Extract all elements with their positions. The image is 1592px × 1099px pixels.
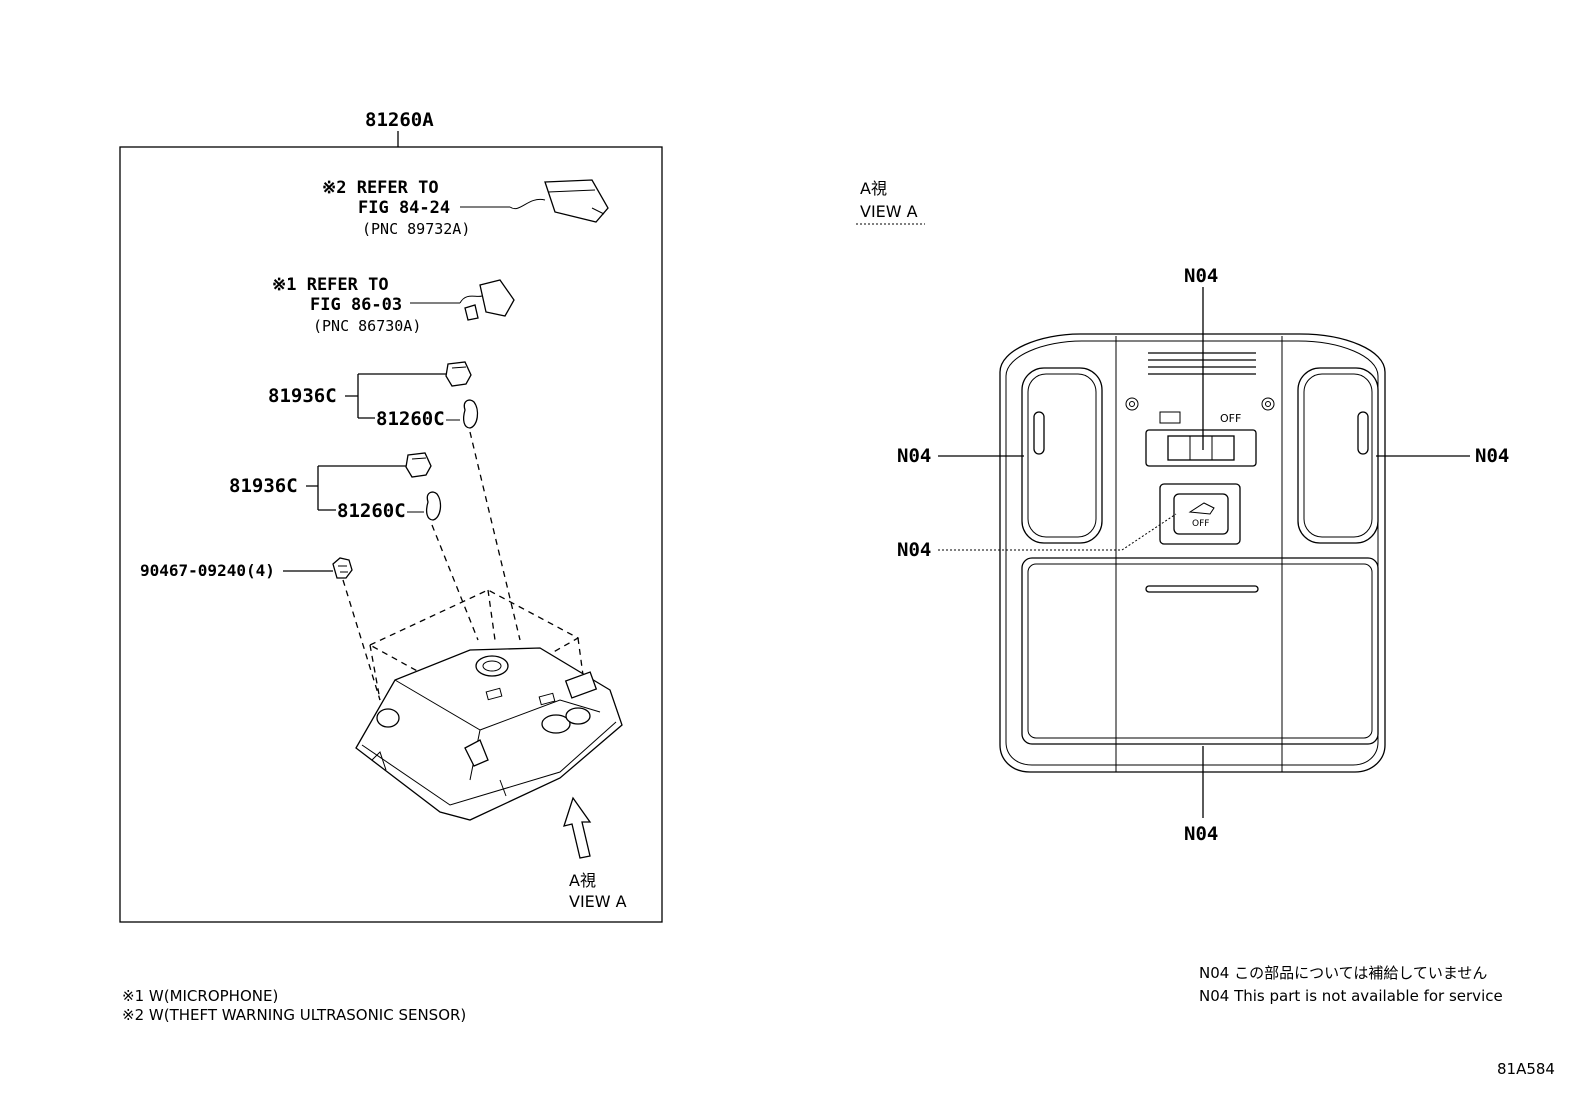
ref1-line3: (PNC 86730A) [313, 317, 421, 335]
door-lamp-switch: OFF [1145, 411, 1257, 467]
lens-icon [426, 491, 442, 521]
view-arrow-kanji: A視 [569, 871, 596, 890]
callout-n04-center: N04 [897, 539, 931, 561]
assembly-frame [119, 146, 663, 923]
part2-bracket [306, 465, 408, 511]
sunglass-holder [1021, 557, 1379, 745]
intrusion-sensor-button: OFF [1159, 483, 1241, 545]
ref2-line3: (PNC 89732A) [362, 220, 470, 238]
part2-child-label: 81260C [337, 500, 406, 522]
availability-en: N04 This part is not available for servi… [1199, 987, 1503, 1005]
microphone-icon [459, 279, 515, 321]
footnote-1: ※1 W(MICROPHONE) [122, 987, 278, 1005]
holder-icon [445, 361, 472, 387]
assembly-label: 81260A [365, 109, 434, 131]
view-arrow-label: VIEW A [569, 892, 627, 911]
ref1-line1: ※1 REFER TO [272, 275, 389, 295]
callout-n04-bottom: N04 [1184, 823, 1218, 845]
part2-parent-label: 81936C [229, 475, 298, 497]
view-heading-label: VIEW A [860, 202, 918, 221]
ref1-line2: FIG 86-03 [310, 295, 402, 315]
screw-label: 90467-09240(4) [140, 561, 275, 580]
assembly-dashed-lines [342, 431, 586, 761]
vent-grille [1148, 352, 1256, 375]
ultrasonic-sensor-icon [509, 179, 609, 223]
button-off-label: OFF [1192, 519, 1209, 529]
view-heading-kanji: A視 [860, 179, 887, 198]
part1-child-label: 81260C [376, 408, 445, 430]
callout-center-leader [938, 513, 1177, 551]
switch-off-label: OFF [1220, 412, 1241, 425]
callout-n04-left: N04 [897, 445, 931, 467]
figure-code: 81A584 [1497, 1060, 1555, 1078]
overhead-console-front: OFF OFF [999, 333, 1386, 773]
part1-parent-label: 81936C [268, 385, 337, 407]
ref2-line1: ※2 REFER TO [322, 178, 439, 198]
ref2-line2: FIG 84-24 [358, 198, 450, 218]
console-housing-icon [355, 647, 623, 821]
screw-icon [332, 557, 353, 579]
availability-jp: N04 この部品については補給していません [1199, 964, 1487, 982]
callout-n04-top: N04 [1184, 265, 1218, 287]
holder-icon [405, 452, 432, 478]
right-map-lamp [1297, 367, 1379, 544]
part1-bracket [345, 373, 448, 419]
left-map-lamp [1021, 367, 1103, 544]
lens-icon [463, 399, 479, 429]
callout-n04-right: N04 [1475, 445, 1509, 467]
view-a-arrow-icon [563, 796, 592, 859]
footnote-2: ※2 W(THEFT WARNING ULTRASONIC SENSOR) [122, 1006, 466, 1024]
